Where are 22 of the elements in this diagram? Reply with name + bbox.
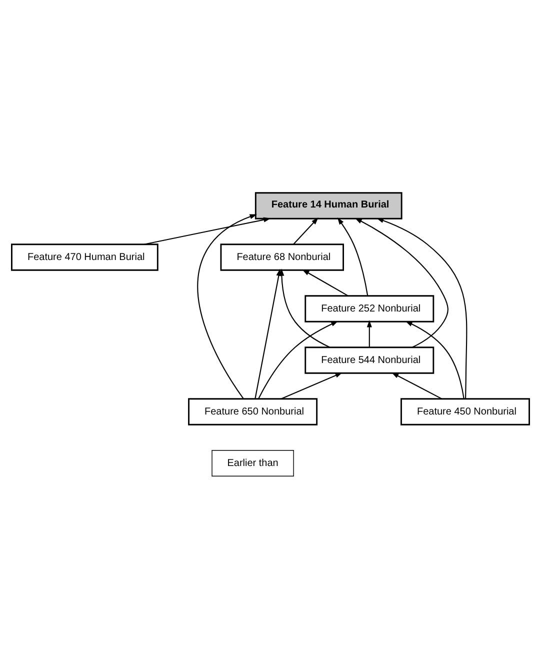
arrow (197, 214, 257, 399)
arrow (281, 372, 342, 399)
arrow (354, 218, 448, 348)
arrow (279, 268, 330, 348)
node-box: Feature 650 Nonburial (188, 398, 318, 425)
legend-label: Earlier than (227, 457, 278, 468)
node-box: Feature 14 Human Burial (254, 192, 402, 219)
node-box: Feature 252 Nonburial (304, 294, 434, 322)
arrow (144, 216, 271, 244)
node-box: Feature 470 Human Burial (11, 243, 158, 270)
node-box: Feature 544 Nonburial (304, 346, 434, 374)
arrow (293, 217, 318, 244)
arrow (337, 217, 368, 296)
arrow (376, 218, 468, 398)
arrow (258, 320, 338, 398)
arrow (366, 320, 372, 347)
node-box: Feature 68 Nonburial (220, 243, 344, 270)
arrow (302, 268, 348, 296)
node-box: Feature 450 Nonburial (400, 398, 530, 425)
arrow (254, 268, 282, 398)
arrow (405, 320, 464, 398)
arrow (392, 372, 442, 399)
